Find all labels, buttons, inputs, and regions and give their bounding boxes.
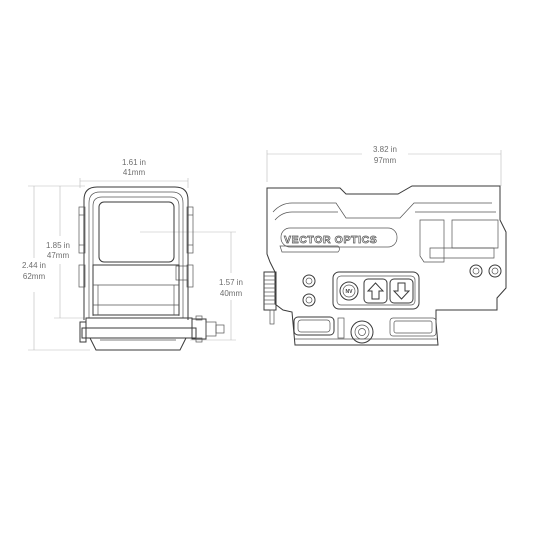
side-housing — [266, 185, 507, 346]
down-arrow-icon — [392, 282, 411, 300]
front-body-height-in: 1.85 in — [46, 241, 70, 250]
front-window-height-mm: 40mm — [220, 289, 243, 298]
front-hood-frame — [83, 186, 189, 320]
side-length-dimension: 3.82 in 97mm — [266, 145, 502, 186]
logo-plate — [280, 227, 398, 248]
nv-button-label: NV — [346, 289, 354, 295]
control-button-panel: NV — [332, 271, 420, 310]
front-width-in: 1.61 in — [122, 158, 146, 167]
housing-screws — [302, 264, 502, 307]
front-quick-release-lever — [191, 315, 225, 343]
front-side-pads — [78, 206, 194, 288]
front-body-height-mm: 47mm — [47, 251, 70, 260]
front-picatinny-mount — [79, 317, 197, 351]
up-arrow-icon — [366, 282, 385, 300]
brightness-down-button[interactable] — [389, 278, 414, 304]
side-adjustment-knob — [263, 271, 277, 325]
brightness-up-button[interactable] — [363, 278, 388, 304]
cross-bolt — [350, 320, 374, 344]
front-width-dimension: 1.61 in 41mm — [79, 158, 189, 188]
side-mount-base — [293, 316, 437, 340]
front-width-mm: 41mm — [123, 168, 146, 177]
front-total-height-mm: 62mm — [23, 272, 46, 281]
side-length-mm: 97mm — [374, 156, 397, 165]
vector-optics-logo: VECTOR OPTICS — [284, 234, 377, 246]
front-body-height-dimension: 1.85 in 47mm — [46, 186, 84, 319]
front-total-height-in: 2.44 in — [22, 261, 46, 270]
side-view: 3.82 in 97mm VECTOR OPTICS — [263, 145, 507, 346]
front-window-height-in: 1.57 in — [219, 278, 243, 287]
front-total-height-dimension: 2.44 in 62mm — [22, 185, 90, 351]
side-length-in: 3.82 in — [373, 145, 397, 154]
front-lens-window — [98, 201, 175, 263]
nv-button[interactable]: NV — [339, 281, 359, 301]
front-lower-body — [92, 264, 180, 316]
front-view: 1.61 in 41mm 2.44 in 62mm 1.85 in 47mm — [22, 158, 243, 351]
